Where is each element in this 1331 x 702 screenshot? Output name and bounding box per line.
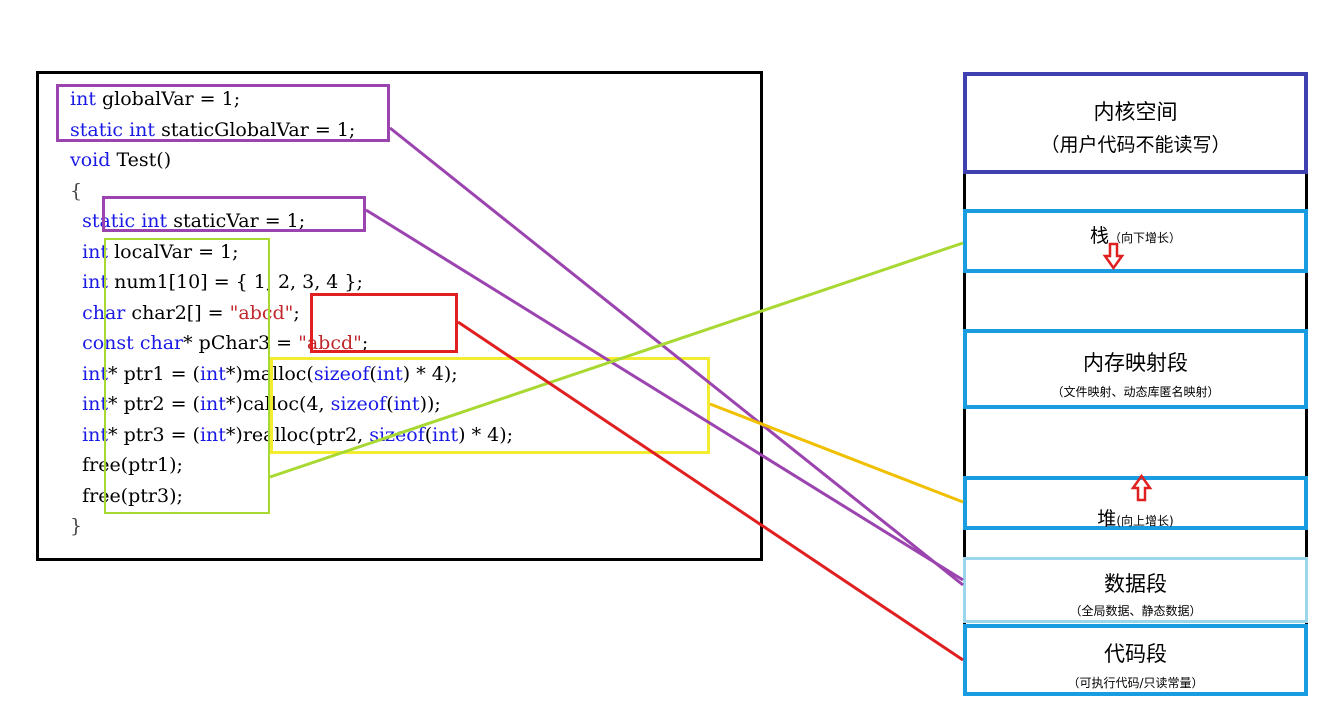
- heap-region: 堆(向上增长): [963, 476, 1308, 530]
- heap-alloc-to-heap-line: [709, 402, 964, 504]
- global-to-data-line: [389, 126, 964, 587]
- heap-subtitle: (向上增长): [1116, 514, 1174, 528]
- code-line-14: free(ptr3);: [70, 484, 183, 507]
- data-segment-region: 数据段 （全局数据、静态数据）: [963, 557, 1308, 623]
- local-to-stack-line: [269, 241, 964, 479]
- data-segment-subtitle: （全局数据、静态数据）: [1069, 604, 1202, 618]
- code-line-5: static int staticVar = 1;: [82, 210, 306, 232]
- code-line-9: const char* pChar3 = "abcd";: [82, 332, 369, 354]
- code-segment-region: 代码段 （可执行代码/只读常量）: [963, 624, 1308, 696]
- stack-down-arrow-icon: [1102, 242, 1125, 271]
- code-line-2: static int staticGlobalVar = 1;: [70, 118, 356, 141]
- string-constant-box: [310, 293, 458, 353]
- kernel-space-region: 内核空间 （用户代码不能读写）: [963, 72, 1308, 174]
- code-line-1: int globalVar = 1;: [70, 88, 241, 110]
- static-var-box: [102, 196, 366, 232]
- heap-title: 堆: [1097, 508, 1117, 530]
- code-segment-title: 代码段: [1104, 642, 1167, 666]
- stack-title: 栈: [1089, 225, 1109, 247]
- data-segment-title: 数据段: [1104, 572, 1167, 596]
- heap-alloc-box: [270, 357, 710, 454]
- code-line-7: int num1[10] = { 1, 2, 3, 4 };: [82, 271, 363, 293]
- code-line-8: char char2[] = "abcd";: [82, 301, 300, 324]
- code-line-11: int* ptr2 = (int*)calloc(4, sizeof(int))…: [82, 393, 441, 415]
- local-vars-box: [104, 238, 270, 514]
- kernel-space-subtitle: （用户代码不能读写）: [1040, 134, 1231, 156]
- code-line-15: }: [70, 515, 83, 537]
- code-line-4: {: [70, 179, 83, 202]
- kernel-space-title: 内核空间: [1093, 100, 1178, 124]
- code-block: int globalVar = 1; static int staticGloba…: [70, 84, 513, 542]
- heap-up-arrow-icon: [1130, 473, 1153, 502]
- mmap-subtitle: （文件映射、动态库匿名映射）: [1051, 385, 1220, 399]
- stack-subtitle: （向下增长）: [1109, 231, 1182, 245]
- code-frame: [36, 71, 763, 561]
- code-line-13: free(ptr1);: [70, 454, 183, 476]
- stack-region: 栈（向下增长）: [963, 209, 1308, 273]
- constant-to-code-line: [457, 320, 964, 662]
- mmap-region: 内存映射段 （文件映射、动态库匿名映射）: [963, 329, 1308, 409]
- code-line-3: void Test(): [70, 149, 172, 171]
- global-vars-box: [56, 84, 390, 142]
- mmap-title: 内存映射段: [1083, 351, 1188, 375]
- code-line-6: int localVar = 1;: [82, 240, 239, 263]
- static-to-data-line: [365, 208, 964, 582]
- code-segment-subtitle: （可执行代码/只读常量）: [1067, 676, 1204, 690]
